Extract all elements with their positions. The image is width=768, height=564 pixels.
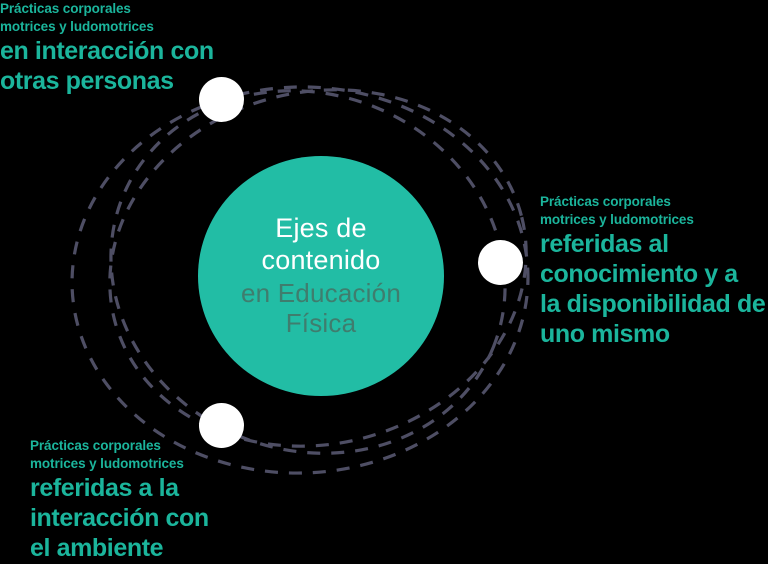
- label-main-line-2: conocimiento y a: [540, 260, 738, 289]
- center-subtitle-line-2: Física: [285, 308, 357, 339]
- label-lead-line-2: motrices y ludomotrices: [30, 456, 184, 472]
- center-title-line-2: contenido: [261, 244, 381, 275]
- orbit-ring-2: [109, 89, 507, 455]
- center-node: Ejes de contenido en Educación Física: [198, 156, 444, 396]
- label-main-line-1: referidas a la: [30, 474, 179, 503]
- orbit-ring-1: [108, 88, 528, 448]
- center-title-line-1: Ejes de: [275, 212, 367, 243]
- label-main-line-3: la disponibilidad de: [540, 289, 766, 318]
- label-lead-line-2: motrices y ludomotrices: [0, 19, 154, 35]
- orbit-node-right[interactable]: [478, 240, 523, 285]
- label-interaccion-ambiente: Prácticas corporales motrices y ludomotr…: [30, 437, 280, 563]
- center-subtitle: en Educación Física: [241, 278, 401, 339]
- label-lead-line-1: Prácticas corporales: [540, 194, 671, 209]
- label-main-line-3: el ambiente: [30, 533, 164, 562]
- label-main-line-1: referidas al: [540, 230, 669, 259]
- orbit-node-top-left[interactable]: [199, 77, 244, 122]
- orbit-node-bottom-left[interactable]: [199, 403, 244, 448]
- label-main-line-2: otras personas: [0, 67, 174, 96]
- center-subtitle-line-1: en Educación: [241, 277, 401, 308]
- label-lead-line-1: Prácticas corporales: [0, 1, 131, 16]
- label-lead-line-2: motrices y ludomotrices: [540, 212, 694, 228]
- label-lead-line-1: Prácticas corporales: [30, 438, 161, 453]
- label-main-line-2: interacción con: [30, 504, 209, 533]
- label-interaccion-otras-personas: Prácticas corporales motrices y ludomotr…: [0, 0, 246, 96]
- label-conocimiento-disponibilidad: Prácticas corporales motrices y ludomotr…: [540, 193, 768, 348]
- center-title: Ejes de contenido: [262, 213, 381, 277]
- label-main-line-4: uno mismo: [540, 319, 670, 348]
- label-main-line-1: en interacción con: [0, 37, 214, 66]
- orbit-ring-3: [70, 85, 530, 475]
